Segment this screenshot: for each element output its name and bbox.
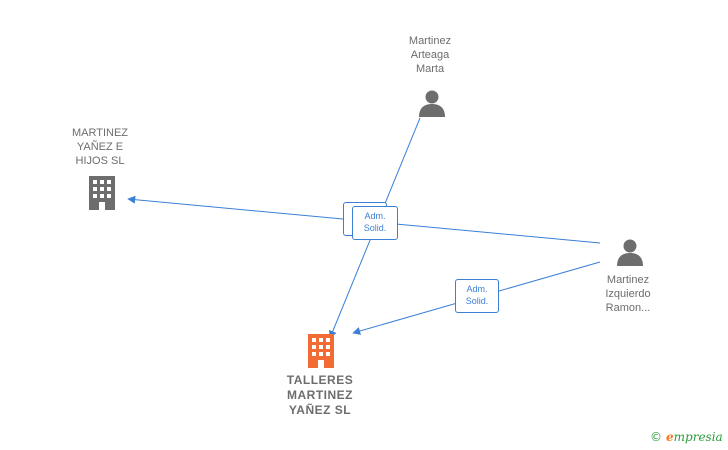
building-icon-focus[interactable] — [305, 334, 337, 368]
role-badge-izquierdo-talleres[interactable]: Adm. Solid. — [455, 279, 499, 313]
node-label-hijos: MARTINEZ YAÑEZ E HIJOS SL — [71, 127, 129, 167]
copyright-symbol: © — [650, 430, 662, 444]
node-label-arteaga: Martinez Arteaga Marta — [408, 35, 452, 75]
brand-initial: e — [666, 430, 674, 444]
node-label-talleres: TALLERES MARTINEZ YAÑEZ SL — [286, 373, 354, 417]
brand-logo: © empresia — [650, 430, 723, 444]
building-icon[interactable] — [86, 176, 118, 210]
brand-name: mpresia — [673, 430, 723, 444]
person-icon[interactable] — [615, 237, 645, 267]
role-badge-arteaga-talleres[interactable]: Adm. Solid. — [352, 206, 398, 240]
person-icon[interactable] — [417, 88, 447, 118]
node-label-izquierdo: Martinez Izquierdo Ramon... — [605, 274, 651, 314]
